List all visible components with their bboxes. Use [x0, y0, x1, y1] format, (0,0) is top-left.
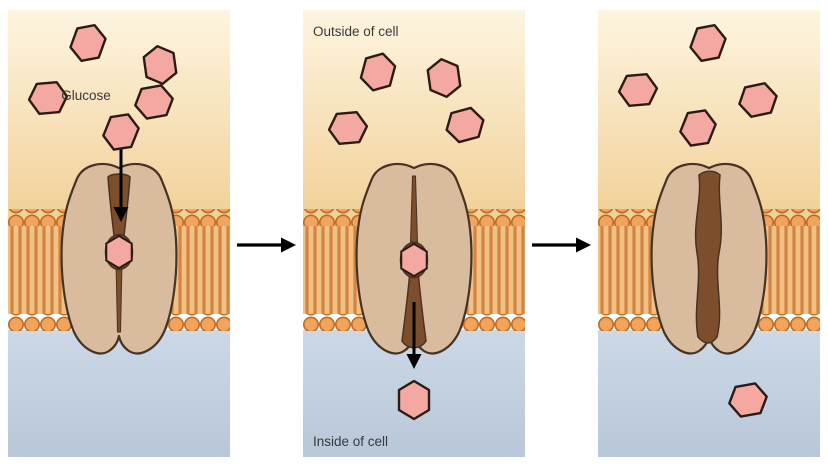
membrane-transport-diagram: Glucose	[8, 10, 820, 457]
arrow-down-icon	[406, 302, 422, 369]
panel-1-canvas: Glucose	[8, 10, 230, 457]
panel-stage-1: Glucose	[8, 10, 230, 457]
glucose-molecule	[397, 379, 431, 421]
right-arrow-icon	[531, 237, 591, 253]
glucose-molecule	[105, 234, 133, 270]
panel-3-canvas	[598, 10, 820, 457]
glucose-molecule	[400, 242, 428, 278]
outside-of-cell-label: Outside of cell	[313, 24, 399, 39]
panel-stage-3	[598, 10, 820, 457]
inside-of-cell-region	[598, 330, 820, 457]
glucose-label: Glucose	[61, 88, 111, 103]
inside-of-cell-label: Inside of cell	[313, 434, 388, 449]
channel-closed-empty	[694, 170, 723, 344]
panel-2-canvas: Outside of cell Inside of cell	[303, 10, 525, 457]
inside-of-cell-region	[8, 330, 230, 457]
arrow-down-icon	[113, 143, 129, 222]
stage-transition-1	[230, 10, 303, 254]
right-arrow-icon	[236, 237, 296, 253]
stage-transition-2	[525, 10, 598, 254]
panel-stage-2: Outside of cell Inside of cell	[303, 10, 525, 457]
